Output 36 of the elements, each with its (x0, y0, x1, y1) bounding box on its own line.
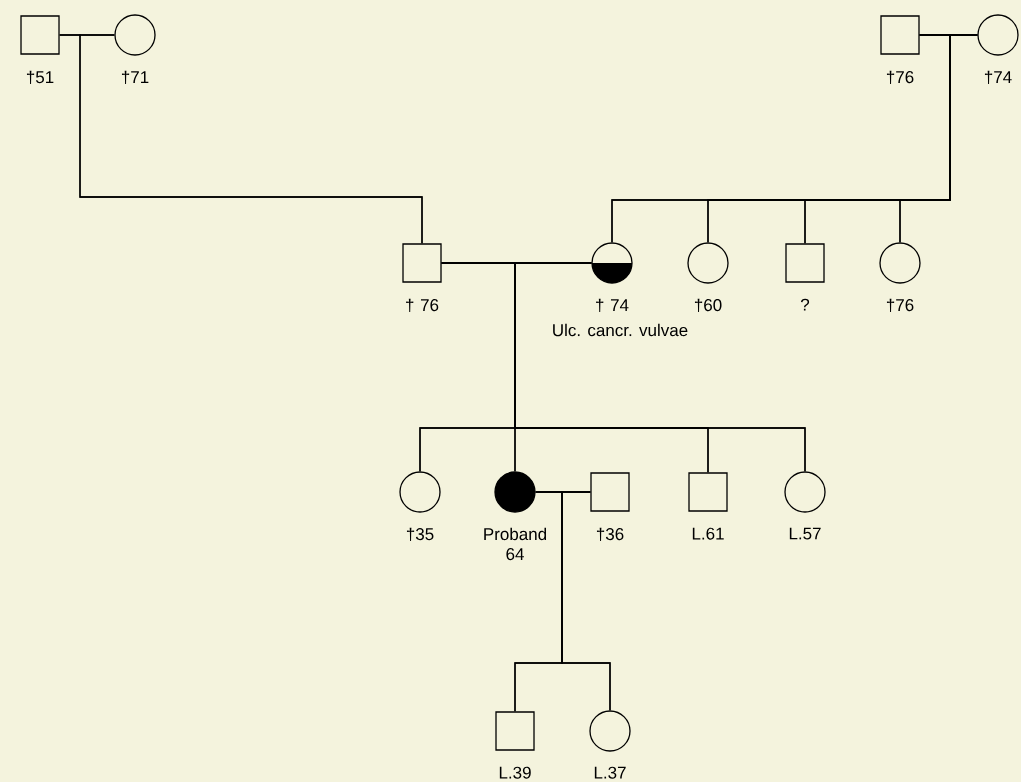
age-label: L.39 (499, 766, 531, 779)
age-label: Proband 64 (484, 527, 547, 561)
age-label: L.37 (594, 766, 626, 779)
descent-line (899, 34, 978, 243)
age-label: †71 (121, 70, 149, 85)
female-symbol (879, 242, 921, 284)
descent-line (561, 491, 611, 711)
female-symbol (589, 710, 631, 752)
male-symbol (688, 472, 728, 512)
descent-line (514, 262, 806, 472)
age-label: †60 (694, 298, 722, 313)
male-symbol (20, 15, 60, 55)
affected-female-symbol (494, 471, 536, 513)
age-label: †76 (886, 298, 914, 313)
age-label: †51 (26, 70, 54, 85)
female-symbol (687, 242, 729, 284)
female-symbol (977, 14, 1019, 56)
age-label: † 76 (406, 298, 439, 313)
age-label: L.61 (692, 527, 724, 540)
male-symbol (590, 472, 630, 512)
male-symbol (785, 243, 825, 283)
male-symbol (495, 711, 535, 751)
female-symbol (114, 14, 156, 56)
age-label: L.57 (789, 527, 821, 540)
female-symbol (399, 471, 441, 513)
half-filled-female-symbol (591, 242, 633, 284)
age-label: †76 (886, 70, 914, 85)
male-symbol (402, 243, 442, 283)
age-label: †74 (984, 70, 1012, 85)
age-label: † 74 (596, 298, 629, 313)
age-label: †35 (406, 527, 434, 542)
age-label: †36 (596, 527, 624, 542)
male-symbol (880, 15, 920, 55)
age-label: ? (800, 298, 810, 311)
diagnosis-label: Ulc. cancr. vulvae (553, 323, 688, 337)
female-symbol (784, 471, 826, 513)
